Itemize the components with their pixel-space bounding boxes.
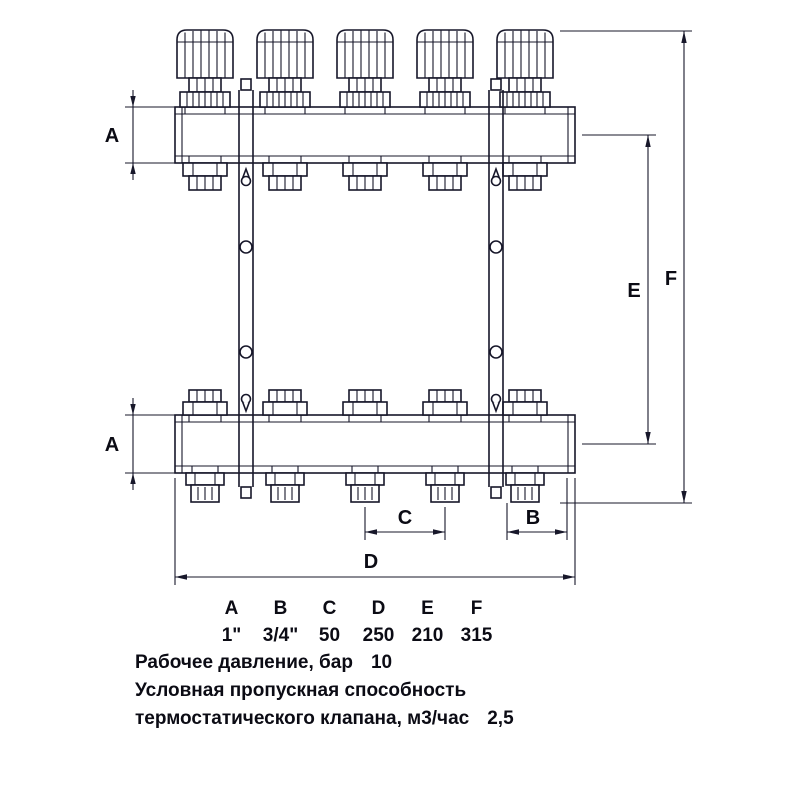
- table-header-b: В: [273, 598, 288, 619]
- spec-line-pressure: Рабочее давление, бар 10: [135, 649, 514, 677]
- manifold-technical-drawing: А А Е F С В D: [105, 29, 692, 585]
- thermostatic-valve-heads: [176, 29, 554, 115]
- table-value-e: 210: [411, 625, 444, 646]
- dim-label-a-top: А: [105, 125, 119, 147]
- dim-label-f: F: [665, 268, 677, 290]
- spec-value-pressure: 10: [370, 652, 393, 673]
- table-value-d: 250: [362, 625, 395, 646]
- dimension-table-header-row: А В С D Е F: [207, 595, 501, 622]
- table-value-b: 3/4": [262, 625, 299, 646]
- top-manifold-bar: [174, 106, 576, 164]
- table-header-e: Е: [421, 598, 434, 619]
- spec-value-capacity-2: 2,5: [487, 708, 514, 729]
- table-header-f: F: [470, 598, 483, 619]
- spec-label-capacity-2: термостатического клапана, м3/час: [135, 708, 470, 729]
- table-header-d: D: [371, 598, 386, 619]
- dim-label-a-bottom: А: [105, 434, 119, 456]
- table-header-a: А: [224, 598, 239, 619]
- dim-label-d: D: [364, 551, 378, 573]
- table-value-a: 1": [221, 625, 242, 646]
- dim-label-c: С: [398, 507, 412, 529]
- table-value-f: 315: [460, 625, 493, 646]
- spec-line-capacity-1: Условная пропускная способность: [135, 677, 514, 705]
- spec-label-pressure: Рабочее давление, бар: [135, 652, 353, 673]
- dim-label-e: Е: [627, 280, 640, 302]
- spec-label-capacity-1: Условная пропускная способность: [135, 680, 467, 701]
- table-header-c: С: [322, 598, 337, 619]
- specifications-block: Рабочее давление, бар 10 Условная пропус…: [135, 649, 514, 733]
- dimension-arrowheads: [130, 31, 687, 580]
- dimension-table: А В С D Е F 1" 3/4" 50 250 210 315: [207, 595, 501, 649]
- table-value-c: 50: [318, 625, 341, 646]
- dimension-table-value-row: 1" 3/4" 50 250 210 315: [207, 622, 501, 649]
- spec-line-capacity-2: термостатического клапана, м3/час 2,5: [135, 705, 514, 733]
- bottom-manifold-bar: [174, 414, 576, 474]
- dim-label-b: В: [526, 507, 540, 529]
- dimension-labels: А А Е F С В D: [105, 125, 677, 573]
